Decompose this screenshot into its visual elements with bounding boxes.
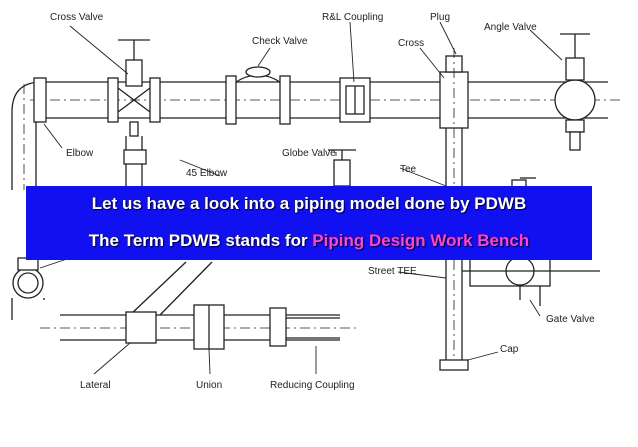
label-45-elbow: 45 Elbow bbox=[186, 168, 228, 179]
lower-pipe bbox=[40, 261, 360, 350]
title-banner: Let us have a look into a piping model d… bbox=[26, 186, 592, 260]
cross-fitting bbox=[439, 48, 469, 186]
label-elbow-top: Elbow bbox=[66, 148, 94, 159]
check-valve-fitting bbox=[225, 66, 291, 125]
label-reducing-coupling: Reducing Coupling bbox=[270, 380, 355, 391]
label-cap: Cap bbox=[500, 344, 519, 355]
label-street-tee: Street TEE bbox=[368, 266, 417, 277]
label-rl-coupling: R&L Coupling bbox=[322, 12, 384, 23]
label-union: Union bbox=[196, 380, 223, 391]
label-lateral: Lateral bbox=[80, 380, 111, 391]
cross-valve-fitting bbox=[107, 39, 161, 186]
elbow-top-fitting bbox=[11, 77, 47, 190]
rl-coupling-fitting bbox=[339, 77, 371, 123]
elbow-left-fitting bbox=[11, 257, 45, 320]
angle-valve-fitting bbox=[554, 33, 596, 151]
label-cross-valve: Cross Valve bbox=[50, 12, 104, 23]
label-check-valve: Check Valve bbox=[252, 36, 308, 47]
tee-small-fitting bbox=[123, 149, 147, 165]
label-plug: Plug bbox=[430, 12, 451, 23]
banner-line-1: Let us have a look into a piping model d… bbox=[91, 194, 527, 213]
banner-line-2: The Term PDWB stands for Piping Design W… bbox=[26, 231, 592, 251]
label-globe-valve: Globe Valve bbox=[282, 148, 336, 159]
label-gate-valve: Gate Valve bbox=[546, 314, 595, 325]
leader-lines bbox=[39, 21, 563, 375]
banner-line-2-prefix: The Term PDWB stands for bbox=[88, 231, 313, 250]
label-angle-valve: Angle Valve bbox=[484, 22, 537, 33]
globe-valve-fitting bbox=[328, 149, 356, 187]
label-cross: Cross bbox=[398, 38, 425, 49]
banner-line-2-highlight: Piping Design Work Bench bbox=[312, 231, 530, 250]
label-tee: Tee bbox=[400, 164, 417, 175]
lower-right-assembly bbox=[439, 255, 600, 371]
